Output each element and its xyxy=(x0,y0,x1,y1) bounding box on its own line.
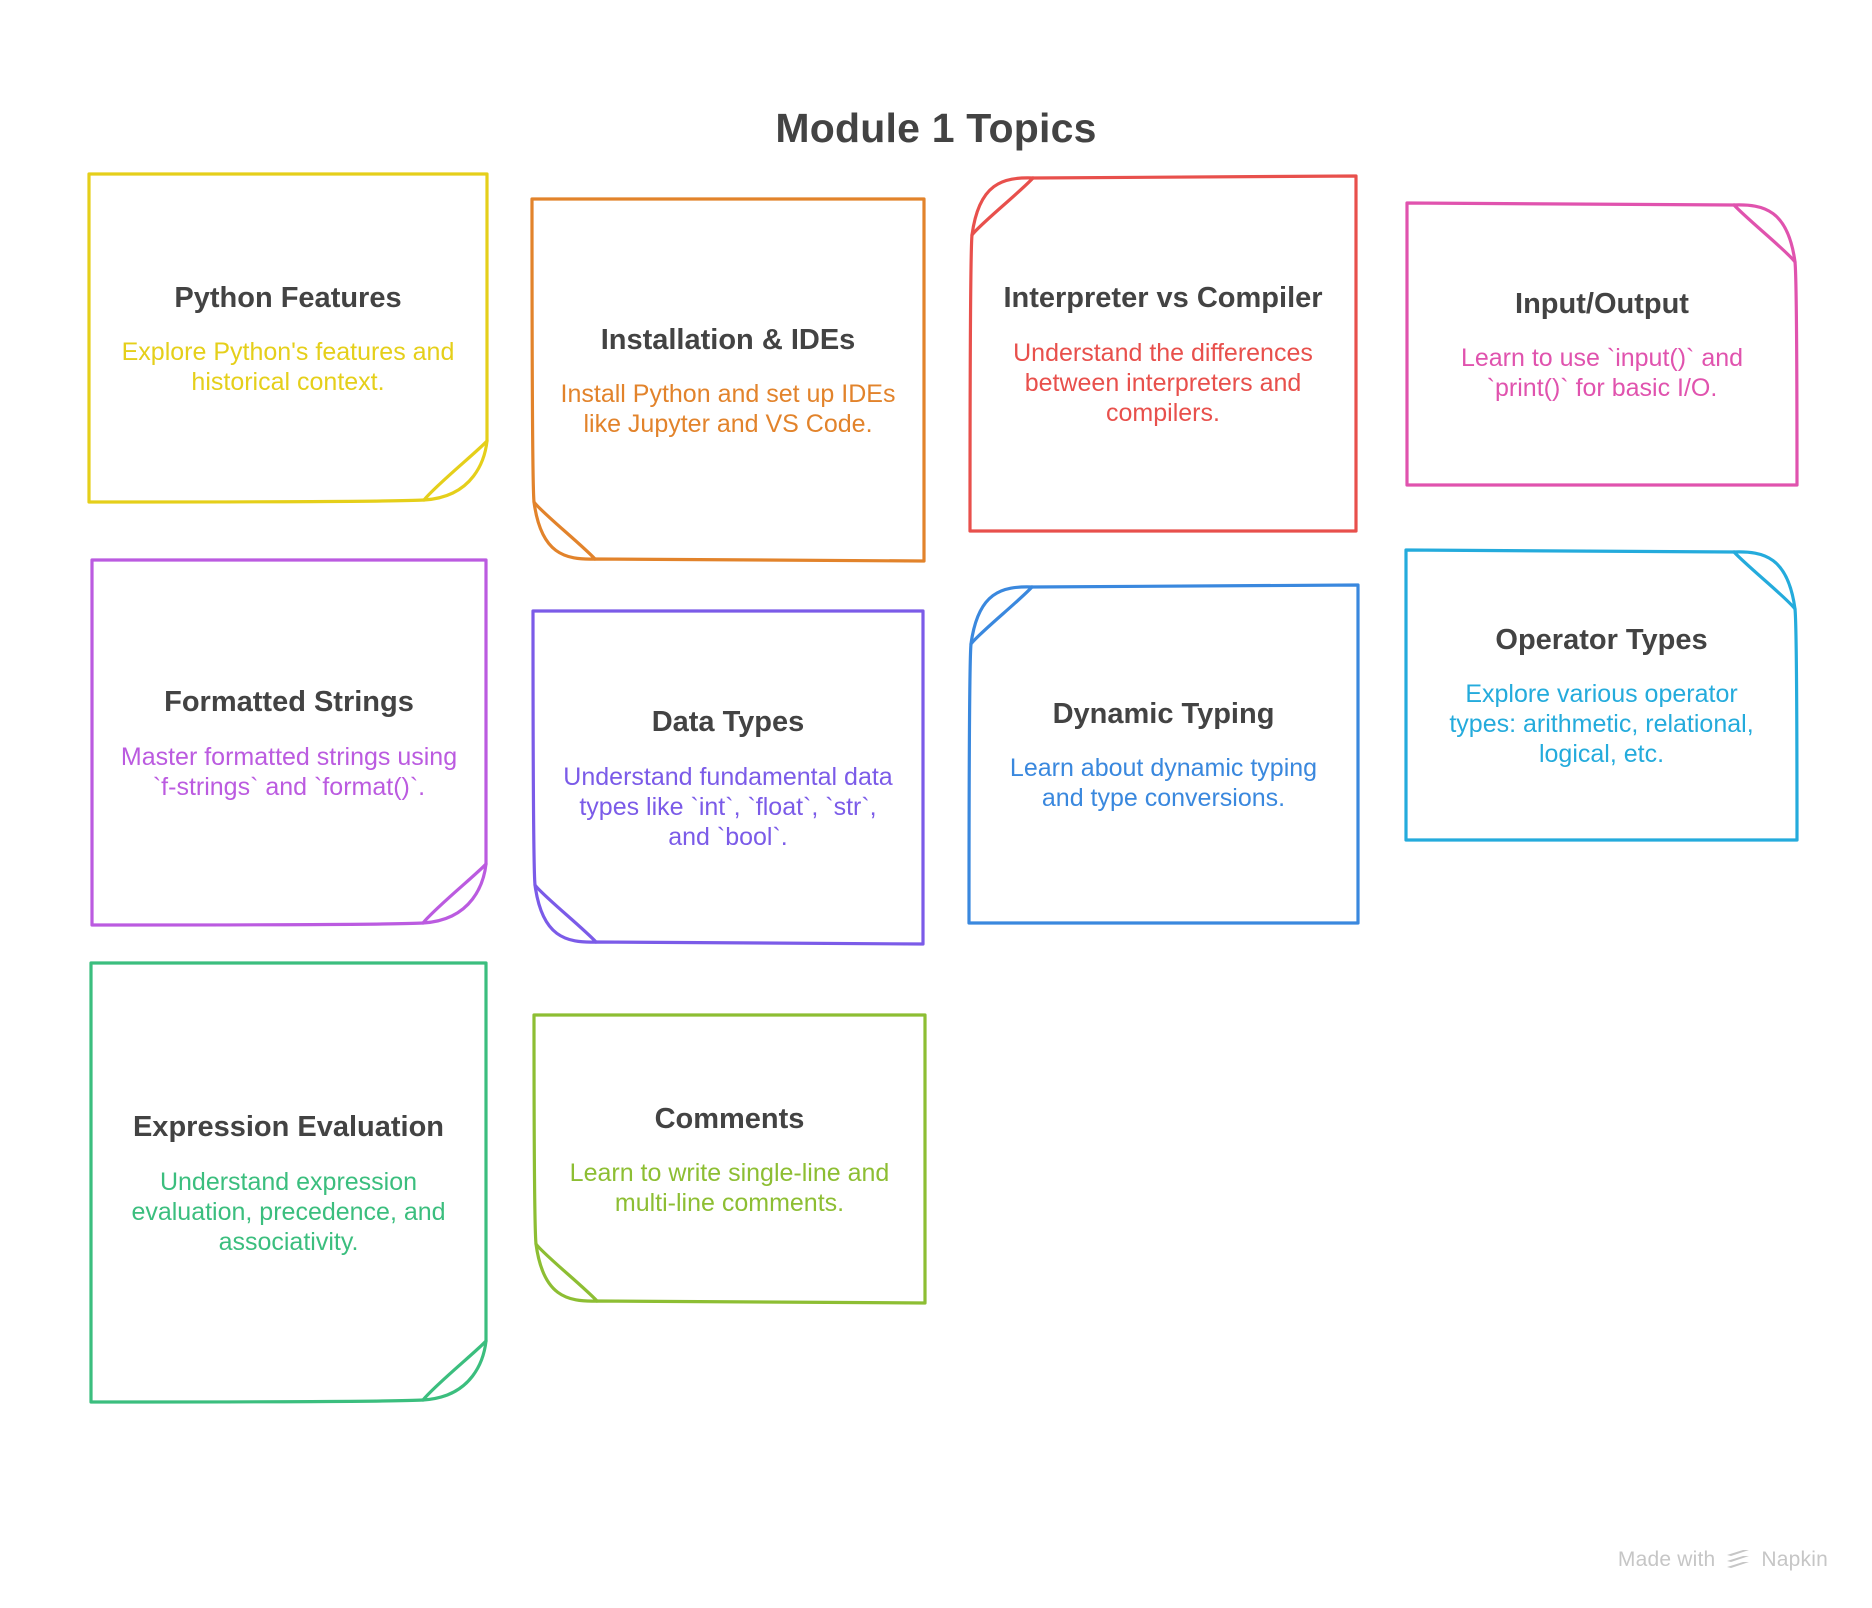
card-description-installation-ides: Install Python and set up IDEs like Jupy… xyxy=(560,380,896,439)
card-description-expression-evaluation: Understand expression evaluation, preced… xyxy=(131,1167,446,1256)
card-title-expression-evaluation: Expression Evaluation xyxy=(132,1111,445,1144)
card-description-python-features: Explore Python's features and historical… xyxy=(121,338,455,397)
page-title: Module 1 Topics xyxy=(775,105,1097,151)
card-title-installation-ides: Installation & IDEs xyxy=(600,323,856,356)
card-description-data-types: Understand fundamental data types like `… xyxy=(563,762,893,851)
card-description-input-output: Learn to use `input()` and `print()` for… xyxy=(1460,344,1744,403)
card-title-comments: Comments xyxy=(654,1102,805,1135)
card-description-comments: Learn to write single-line and multi-lin… xyxy=(569,1159,890,1218)
card-title-python-features: Python Features xyxy=(174,281,402,314)
card-title-data-types: Data Types xyxy=(651,706,805,739)
card-title-dynamic-typing: Dynamic Typing xyxy=(1052,697,1275,730)
card-title-operator-types: Operator Types xyxy=(1495,623,1708,656)
card-title-input-output: Input/Output xyxy=(1515,287,1689,320)
card-description-interpreter-vs-compiler: Understand the differences between inter… xyxy=(1013,338,1313,427)
watermark-prefix-label: Made with xyxy=(1617,1548,1716,1571)
napkin-watermark: Made with Napkin xyxy=(1618,1548,1828,1572)
card-title-formatted-strings: Formatted Strings xyxy=(164,686,414,719)
watermark-brand-label: Napkin xyxy=(1761,1548,1828,1571)
card-description-dynamic-typing: Learn about dynamic typing and type conv… xyxy=(1009,754,1318,813)
card-description-formatted-strings: Master formatted strings using `f-string… xyxy=(120,742,458,801)
card-description-operator-types: Explore various operator types: arithmet… xyxy=(1449,680,1754,769)
napkin-stripes-icon xyxy=(1725,1549,1751,1571)
card-title-interpreter-vs-compiler: Interpreter vs Compiler xyxy=(1003,282,1323,315)
